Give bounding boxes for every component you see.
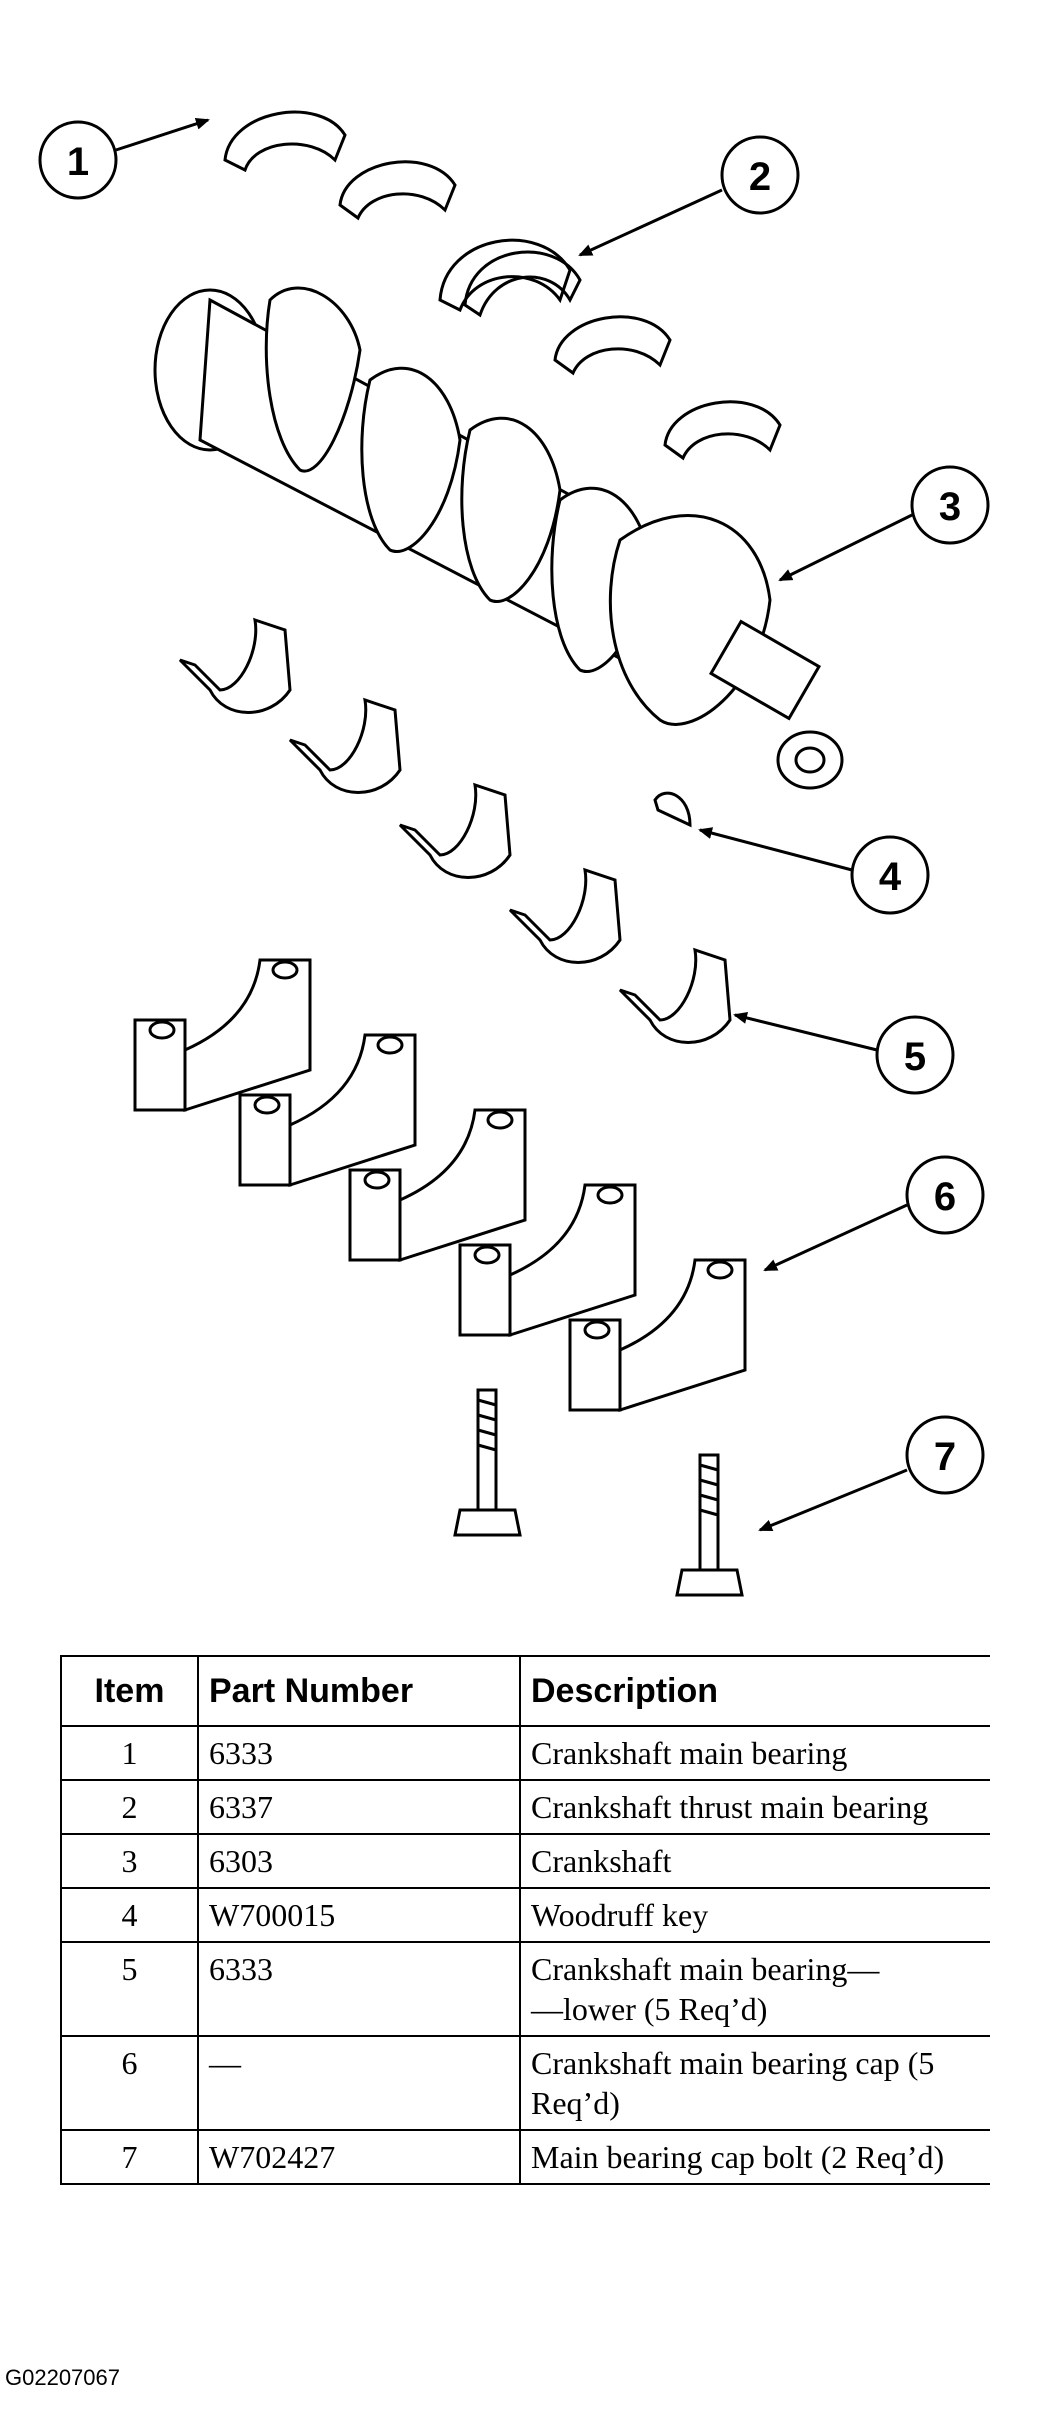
cell-part-number: 6333 (197, 1941, 521, 2037)
cell-part-number: 6303 (197, 1833, 521, 1889)
cell-item: 4 (60, 1887, 199, 1943)
lower-bearing-shell (398, 782, 512, 879)
callout-label-6: 6 (934, 1175, 956, 1219)
crank-web (360, 366, 462, 553)
lower-bearing-shells (178, 617, 732, 1044)
cell-item: 1 (60, 1725, 199, 1781)
table-row: 4 W700015 Woodruff key (60, 1887, 990, 1943)
cell-item: 5 (60, 1941, 199, 2037)
callout-7 (758, 1415, 985, 1532)
main-bearing-caps (133, 958, 747, 1413)
header-description: Description (519, 1655, 990, 1727)
main-bearing-cap (133, 958, 312, 1113)
cell-item: 6 (60, 2035, 199, 2131)
upper-bearing-shell (663, 400, 782, 461)
table-row: 5 6333 Crankshaft main bearing— —lower (… (60, 1941, 990, 2037)
table-header-row: Item Part Number Description (60, 1655, 990, 1727)
main-bearing-cap-bolts (453, 1388, 744, 1597)
crank-web (264, 286, 362, 473)
header-part-number: Part Number (197, 1655, 521, 1727)
callout-4 (698, 827, 930, 915)
cell-part-number: — (197, 2035, 521, 2131)
cell-item: 3 (60, 1833, 199, 1889)
crank-web (460, 416, 562, 603)
table-row: 1 6333 Crankshaft main bearing (60, 1725, 990, 1781)
main-bearing-cap (238, 1033, 417, 1188)
cell-description: Crankshaft (519, 1833, 990, 1889)
table-row: 7 W702427 Main bearing cap bolt (2 Req’d… (60, 2129, 990, 2185)
cell-part-number: W702427 (197, 2129, 521, 2185)
callout-5 (733, 1012, 955, 1095)
parts-table: Item Part Number Description 1 6333 Cran… (60, 1655, 990, 2185)
crankshaft (153, 286, 844, 790)
crankshaft-snout (708, 619, 822, 721)
callout-label-5: 5 (904, 1035, 926, 1079)
cell-item: 2 (60, 1779, 199, 1835)
upper-bearing-shell (338, 160, 457, 221)
header-item: Item (60, 1655, 199, 1727)
main-bearing-cap (568, 1258, 747, 1413)
table-row: 3 6303 Crankshaft (60, 1833, 990, 1889)
callout-label-1: 1 (67, 140, 89, 184)
cell-part-number: 6333 (197, 1725, 521, 1781)
cell-description: Crankshaft main bearing (519, 1725, 990, 1781)
lower-bearing-shell (288, 697, 402, 794)
main-bearing-cap-bolt (675, 1453, 744, 1597)
main-bearing-cap (348, 1108, 527, 1263)
callout-3 (778, 465, 990, 582)
lower-bearing-shell (618, 947, 732, 1044)
upper-bearing-shell (223, 110, 347, 173)
callout-label-3: 3 (939, 485, 961, 529)
thrust-bearing-shell (438, 238, 572, 313)
cell-item: 7 (60, 2129, 199, 2185)
callout-6 (763, 1155, 985, 1272)
table-row: 2 6337 Crankshaft thrust main bearing (60, 1779, 990, 1835)
callout-label-4: 4 (879, 855, 902, 899)
crankshaft-nose (776, 730, 844, 790)
cell-description: Main bearing cap bolt (2 Req’d) (519, 2129, 990, 2185)
woodruff-key (653, 791, 692, 828)
upper-bearing-shells (223, 110, 782, 461)
main-bearing-cap-bolt (453, 1388, 522, 1537)
cell-description: Woodruff key (519, 1887, 990, 1943)
lower-bearing-shell (508, 867, 622, 964)
callout-label-2: 2 (749, 155, 771, 199)
cell-part-number: 6337 (197, 1779, 521, 1835)
cell-description: Crankshaft main bearing— —lower (5 Req’d… (519, 1941, 990, 2037)
callouts (38, 118, 990, 1532)
callout-label-7: 7 (934, 1435, 956, 1479)
callout-1 (38, 118, 210, 200)
main-bearing-cap (458, 1183, 637, 1338)
cell-part-number: W700015 (197, 1887, 521, 1943)
thrust-bearing-flange (463, 250, 582, 318)
upper-bearing-shell (553, 315, 672, 376)
cell-description: Crankshaft main bearing cap (5 Req’d) (519, 2035, 990, 2131)
callout-2 (578, 135, 800, 257)
figure-code: G02207067 (5, 2365, 120, 2390)
table-row: 6 — Crankshaft main bearing cap (5 Req’d… (60, 2035, 990, 2131)
cell-description: Crankshaft thrust main bearing (519, 1779, 990, 1835)
lower-bearing-shell (178, 617, 292, 714)
exploded-view-diagram: 1 2 3 4 5 6 7 (38, 110, 990, 1597)
